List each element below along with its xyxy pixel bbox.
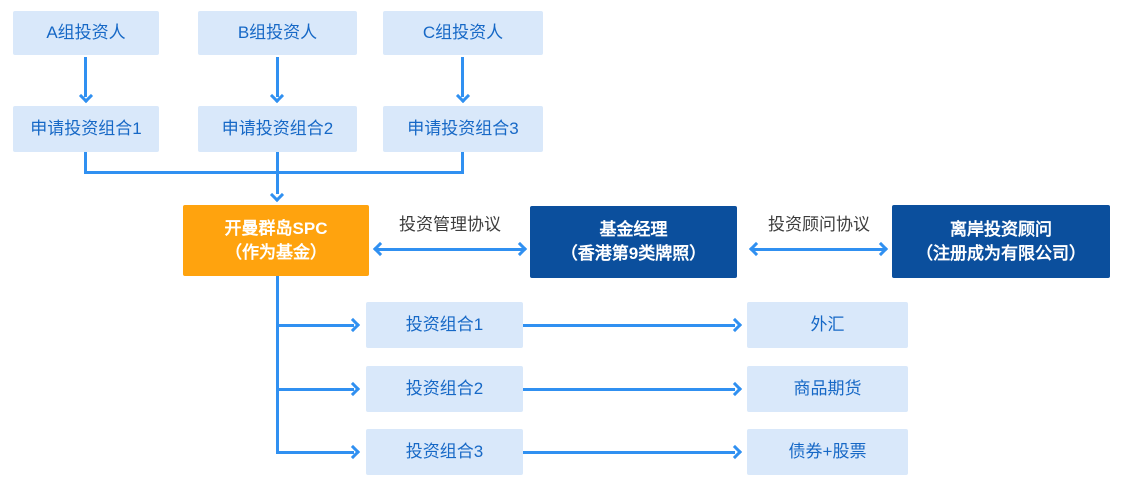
fund-spc-box: 开曼群岛SPC （作为基金） bbox=[183, 205, 369, 276]
arrow-line-c-down bbox=[461, 57, 464, 97]
application-portfolio-3-box: 申请投资组合3 bbox=[383, 106, 543, 152]
advisory-agreement-label: 投资顾问协议 bbox=[768, 215, 870, 234]
portfolio-1-box: 投资组合1 bbox=[366, 302, 523, 348]
investor-group-a-box: A组投资人 bbox=[13, 11, 159, 55]
management-agreement-label: 投资管理协议 bbox=[399, 215, 501, 234]
fund-role: （作为基金） bbox=[225, 242, 327, 262]
arrow-right-icon bbox=[345, 381, 361, 397]
branch-line-1 bbox=[276, 324, 354, 327]
fund-name: 开曼群岛SPC bbox=[224, 218, 328, 238]
portfolio-trunk-line bbox=[276, 276, 279, 453]
advisor-registration: （注册成为有限公司） bbox=[916, 243, 1086, 263]
asset-arrow-line-2 bbox=[523, 388, 735, 391]
asset-bonds-stocks-box: 债券+股票 bbox=[747, 429, 908, 475]
fund-manager-box: 基金经理 （香港第9类牌照） bbox=[530, 206, 737, 278]
arrow-right-icon bbox=[345, 317, 361, 333]
arrow-right-icon bbox=[727, 444, 743, 460]
arrow-line-a-down bbox=[84, 57, 87, 97]
advisory-agreement-arrow-line bbox=[753, 248, 886, 251]
advisor-name: 离岸投资顾问 bbox=[950, 219, 1052, 239]
arrow-right-icon bbox=[345, 444, 361, 460]
branch-line-2 bbox=[276, 388, 354, 391]
arrow-down-icon bbox=[455, 88, 471, 104]
investor-group-c-box: C组投资人 bbox=[383, 11, 543, 55]
asset-arrow-line-3 bbox=[523, 451, 735, 454]
asset-commodity-futures-box: 商品期货 bbox=[747, 366, 908, 412]
arrow-right-icon bbox=[873, 241, 889, 257]
application-portfolio-2-box: 申请投资组合2 bbox=[198, 106, 357, 152]
branch-line-3 bbox=[276, 451, 354, 454]
application-portfolio-1-box: 申请投资组合1 bbox=[13, 106, 159, 152]
investor-group-b-box: B组投资人 bbox=[198, 11, 357, 55]
management-agreement-arrow-line bbox=[377, 248, 524, 251]
asset-forex-box: 外汇 bbox=[747, 302, 908, 348]
arrow-down-icon bbox=[269, 88, 285, 104]
arrow-right-icon bbox=[512, 241, 528, 257]
arrow-left-icon bbox=[748, 241, 764, 257]
offshore-advisor-box: 离岸投资顾问 （注册成为有限公司） bbox=[892, 205, 1110, 278]
portfolio-2-box: 投资组合2 bbox=[366, 366, 523, 412]
arrow-left-icon bbox=[372, 241, 388, 257]
connector-left-drop bbox=[84, 152, 87, 174]
connector-horizontal bbox=[84, 171, 464, 174]
arrow-right-icon bbox=[727, 317, 743, 333]
arrow-right-icon bbox=[727, 381, 743, 397]
manager-name: 基金经理 bbox=[599, 220, 668, 239]
portfolio-3-box: 投资组合3 bbox=[366, 429, 523, 475]
asset-arrow-line-1 bbox=[523, 324, 735, 327]
arrow-line-b-down bbox=[276, 57, 279, 97]
arrow-down-icon bbox=[269, 187, 285, 203]
manager-license: （香港第9类牌照） bbox=[560, 244, 707, 263]
connector-right-drop bbox=[461, 152, 464, 174]
arrow-down-icon bbox=[78, 88, 94, 104]
connector-center-drop bbox=[276, 152, 279, 194]
